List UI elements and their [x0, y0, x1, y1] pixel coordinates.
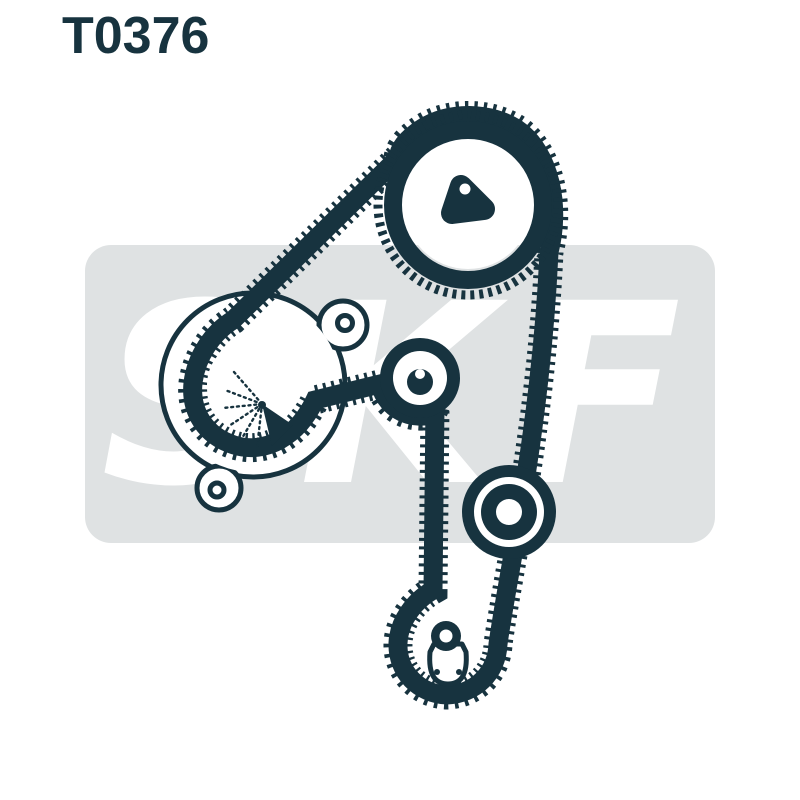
pump-spray-ray — [227, 402, 264, 428]
timing-belt-icon — [178, 101, 569, 710]
pump-spray-ray — [221, 402, 264, 410]
sprocket-teeth — [373, 110, 563, 300]
sprocket-rim — [384, 121, 552, 289]
idler-bore — [496, 499, 522, 525]
pump-spray-ray — [223, 388, 264, 406]
cam-hub-hole — [459, 183, 471, 195]
pump-spray-ray — [239, 402, 264, 442]
cam-hub — [441, 175, 495, 224]
tensioner-hub-mark — [415, 369, 425, 379]
bracket-bolt-bore — [439, 629, 453, 643]
pump-spray-ray — [232, 370, 264, 406]
part-number: T0376 — [62, 7, 210, 65]
pump-bolt-hole-top — [335, 313, 355, 333]
pump-spray-ray — [255, 402, 264, 450]
camshaft-sprocket-icon — [373, 110, 563, 300]
belt-body — [183, 106, 564, 705]
idler-pulley-icon — [462, 465, 556, 559]
pump-bolt-hole-bottom — [207, 480, 227, 500]
pump-face — [207, 339, 299, 431]
bracket-pin-left — [434, 669, 440, 675]
crankshaft-bracket-icon — [427, 621, 469, 687]
pump-impeller-hub — [258, 401, 266, 409]
water-pump-icon — [207, 339, 299, 450]
bracket-pin-right — [456, 669, 462, 675]
pump-impeller-wedge — [262, 404, 293, 446]
tensioner-hub — [407, 369, 433, 395]
tensioner-pulley-icon — [380, 338, 460, 418]
